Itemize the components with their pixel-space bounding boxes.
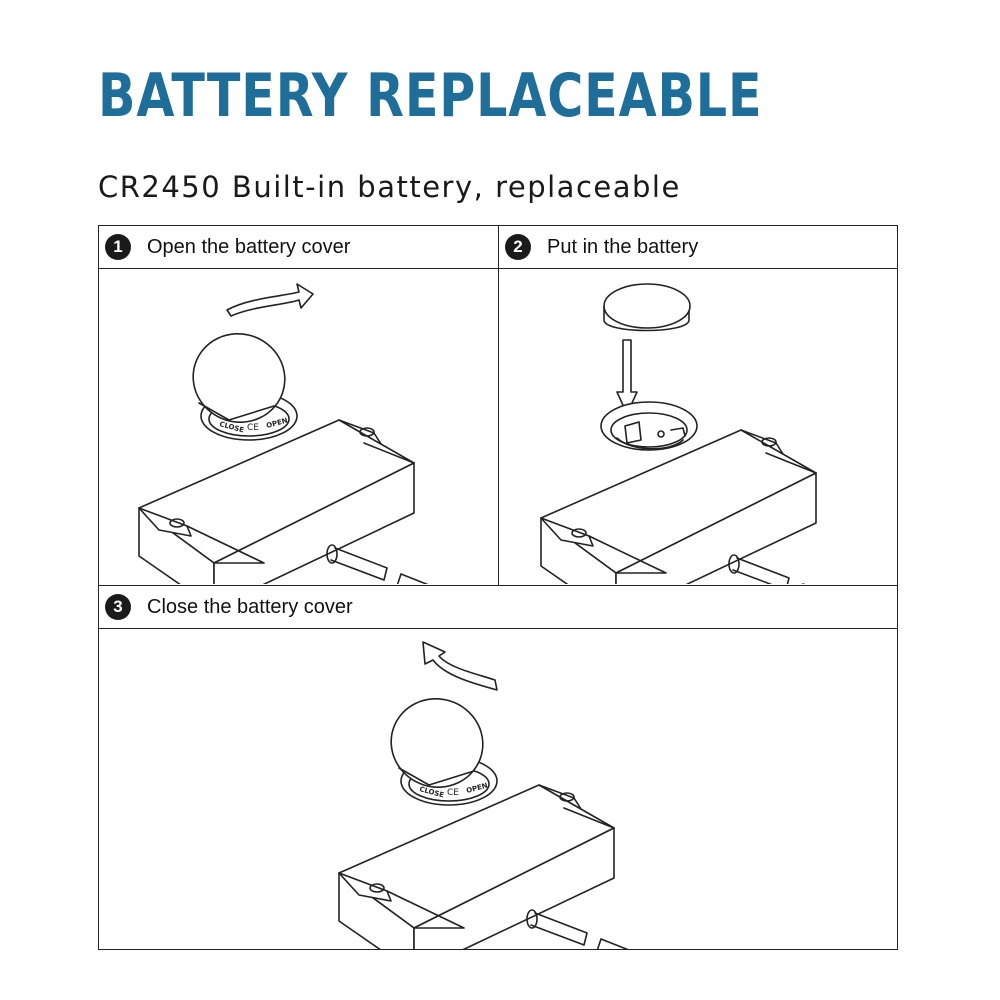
instruction-grid: 1 Open the battery cover CLOSE CE OPEN	[98, 225, 898, 950]
step-3-number: 3	[105, 594, 131, 620]
step-3-label: Close the battery cover	[147, 595, 353, 618]
step-2-label: Put in the battery	[547, 235, 699, 258]
step-3-panel: 3 Close the battery cover CLOSE CE OPEN	[99, 586, 897, 949]
step-3-header: 3 Close the battery cover	[99, 586, 897, 629]
step-1-illustration: CLOSE CE OPEN	[138, 283, 488, 584]
battery-coin	[603, 283, 691, 332]
rotate-arrow-icon	[422, 641, 498, 691]
step-1-panel: 1 Open the battery cover CLOSE CE OPEN	[99, 226, 499, 586]
page-title: BATTERY REPLACEABLE	[98, 61, 763, 131]
step-1-header: 1 Open the battery cover	[99, 226, 498, 269]
step-2-header: 2 Put in the battery	[499, 226, 897, 269]
svg-text:CE: CE	[247, 423, 259, 433]
step-1-number: 1	[105, 234, 131, 260]
step-2-number: 2	[505, 234, 531, 260]
rotate-arrow-icon	[226, 283, 314, 317]
step-3-illustration: CLOSE CE OPEN	[338, 641, 688, 949]
step-2-panel: 2 Put in the battery	[499, 226, 897, 586]
page-subtitle: CR2450 Built-in battery, replaceable	[98, 170, 681, 204]
step-1-label: Open the battery cover	[147, 235, 351, 258]
svg-text:CE: CE	[447, 788, 459, 798]
step-2-illustration	[540, 283, 890, 584]
